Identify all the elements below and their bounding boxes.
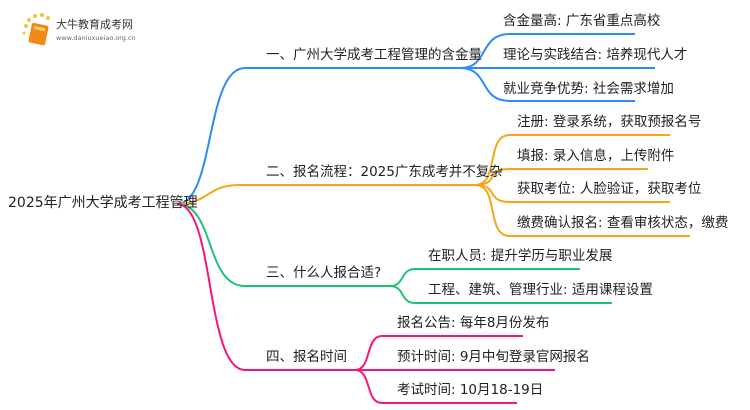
branch-2-connectors (176, 134, 690, 237)
root-node: 2025年广州大学成考工程管理 (8, 195, 198, 211)
leaf-4-1: 报名公告: 每年8月份发布 (397, 315, 550, 331)
branch-2-label: 二、报名流程：2025广东成考并不复杂 (266, 164, 503, 180)
leaf-2-1: 注册: 登录系统，获取预报名号 (517, 114, 702, 130)
leaf-2-2: 填报: 录入信息，上传附件 (517, 148, 675, 164)
leaf-3-2: 工程、建筑、管理行业: 适用课程设置 (428, 282, 653, 298)
branch-1-connectors (176, 33, 655, 205)
leaf-4-2: 预计时间: 9月中旬登录官网报名 (397, 349, 590, 365)
leaf-3-1: 在职人员: 提升学历与职业发展 (428, 248, 613, 264)
branch-3-connectors (176, 203, 612, 304)
leaf-1-1: 含金量高: 广东省重点高校 (503, 13, 661, 29)
leaf-2-3: 获取考位: 人脸验证，获取考位 (517, 181, 702, 197)
branch-4-label: 四、报名时间 (266, 349, 347, 365)
leaf-1-2: 理论与实践结合: 培养现代人才 (503, 47, 688, 63)
logo-name: 大牛教育成考网 (56, 18, 133, 31)
leaf-1-3: 就业竞争优势: 社会需求增加 (503, 81, 674, 97)
leaf-4-3: 考试时间: 10月18-19日 (397, 382, 544, 398)
branch-4-connectors (176, 203, 555, 404)
branch-1-label: 一、广州大学成考工程管理的含金量 (266, 47, 482, 63)
leaf-2-4: 缴费确认报名: 查看审核状态，缴费 (517, 215, 729, 231)
logo-url: www.daniuxueiao.org.cn (56, 34, 136, 42)
book-logo-icon (22, 13, 50, 46)
branch-3-label: 三、什么人报合适? (266, 265, 382, 281)
site-logo: 大牛教育成考网 www.daniuxueiao.org.cn (20, 12, 170, 46)
